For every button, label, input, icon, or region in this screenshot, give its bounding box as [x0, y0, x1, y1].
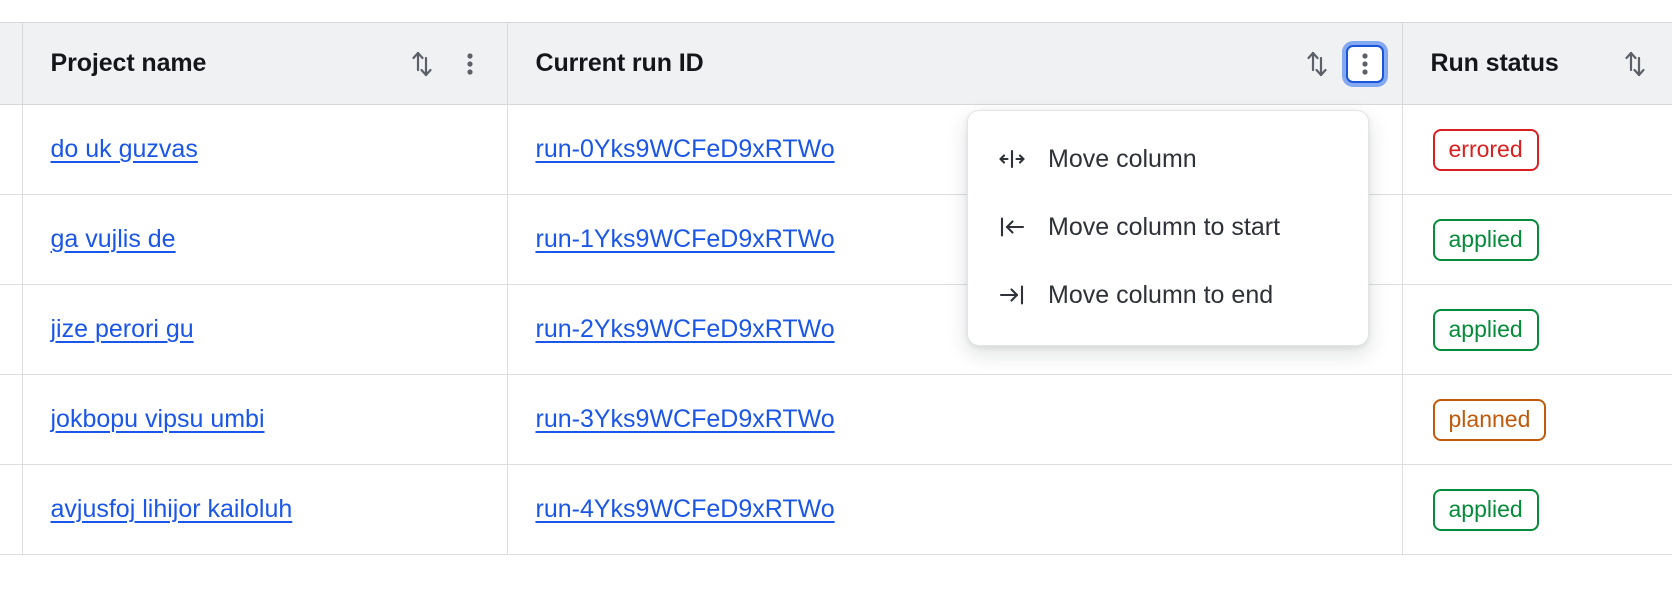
cell-project-name: avjusfoj lihijor kailoluh: [22, 464, 508, 555]
cell-project-name: do uk guzvas: [22, 104, 508, 195]
column-header-label-current-run-id: Current run ID: [535, 49, 704, 77]
projects-table: Project name: [0, 22, 1672, 555]
cell-current-run-id: run-3Yks9WCFeD9xRTWo: [507, 374, 1403, 465]
project-name-link[interactable]: avjusfoj lihijor kailoluh: [50, 495, 293, 523]
status-badge: applied: [1432, 218, 1539, 261]
move-column-to-end-icon: [999, 285, 1024, 305]
row-select-gutter-cell[interactable]: [0, 284, 23, 375]
kebab-menu-icon: [1361, 52, 1368, 75]
sort-arrows-icon: [411, 51, 432, 76]
column-header-run-status: Run status: [1402, 22, 1672, 105]
menu-item-move-column-to-start[interactable]: Move column to start: [968, 193, 1368, 261]
column-header-label-run-status: Run status: [1430, 49, 1559, 77]
row-select-gutter-cell[interactable]: [0, 464, 23, 555]
menu-item-label: Move column: [1048, 144, 1197, 173]
project-name-link[interactable]: ga vujlis de: [50, 225, 176, 253]
run-id-link[interactable]: run-0Yks9WCFeD9xRTWo: [535, 135, 835, 163]
row-select-gutter-cell[interactable]: [0, 374, 23, 465]
table-row: do uk guzvas run-0Yks9WCFeD9xRTWo errore…: [0, 104, 1672, 195]
table-row: jokbopu vipsu umbi run-3Yks9WCFeD9xRTWo …: [0, 374, 1672, 465]
column-menu-button-current-run-id[interactable]: [1345, 44, 1384, 83]
column-header-current-run-id: Current run ID: [507, 22, 1403, 105]
run-id-link[interactable]: run-1Yks9WCFeD9xRTWo: [535, 225, 835, 253]
table-body: do uk guzvas run-0Yks9WCFeD9xRTWo errore…: [0, 104, 1672, 555]
cell-run-status: applied: [1402, 194, 1672, 285]
table-header-row: Project name: [0, 22, 1672, 105]
column-menu-button-project-name[interactable]: [451, 45, 489, 83]
column-header-project-name: Project name: [22, 22, 508, 105]
column-header-label-project-name: Project name: [50, 49, 207, 77]
sort-button-run-status[interactable]: [1616, 45, 1654, 83]
cell-current-run-id: run-4Yks9WCFeD9xRTWo: [507, 464, 1403, 555]
sort-arrows-icon: [1625, 51, 1645, 76]
move-column-to-start-icon: [1000, 217, 1025, 237]
table-header: Project name: [0, 22, 1672, 105]
table-row: ga vujlis de run-1Yks9WCFeD9xRTWo applie…: [0, 194, 1672, 285]
kebab-menu-icon: [466, 52, 473, 75]
cell-project-name: jize perori gu: [22, 284, 508, 375]
status-badge: planned: [1432, 398, 1547, 441]
project-name-link[interactable]: jokbopu vipsu umbi: [50, 405, 265, 433]
cell-project-name: ga vujlis de: [22, 194, 508, 285]
cell-run-status: planned: [1402, 374, 1672, 465]
cell-run-status: applied: [1402, 284, 1672, 375]
status-badge: errored: [1432, 128, 1539, 171]
project-name-link[interactable]: do uk guzvas: [50, 135, 198, 163]
run-id-link[interactable]: run-2Yks9WCFeD9xRTWo: [535, 315, 835, 343]
project-name-link[interactable]: jize perori gu: [50, 315, 194, 343]
sort-arrows-icon: [1306, 51, 1327, 76]
run-id-link[interactable]: run-3Yks9WCFeD9xRTWo: [535, 405, 835, 433]
sort-button-project-name[interactable]: [403, 45, 441, 83]
menu-item-label: Move column to end: [1048, 280, 1274, 309]
table-row: avjusfoj lihijor kailoluh run-4Yks9WCFeD…: [0, 464, 1672, 555]
table-row: jize perori gu run-2Yks9WCFeD9xRTWo appl…: [0, 284, 1672, 375]
menu-item-move-column-to-end[interactable]: Move column to end: [968, 261, 1368, 329]
run-id-link[interactable]: run-4Yks9WCFeD9xRTWo: [535, 495, 835, 523]
status-badge: applied: [1432, 308, 1539, 351]
menu-item-move-column[interactable]: Move column: [968, 125, 1368, 193]
cell-run-status: applied: [1402, 464, 1672, 555]
row-select-gutter-cell[interactable]: [0, 104, 23, 195]
row-select-gutter-header: [0, 22, 23, 105]
row-select-gutter-cell[interactable]: [0, 194, 23, 285]
move-column-icon: [999, 149, 1025, 169]
column-context-menu: Move column Move column to start Mov: [967, 110, 1369, 346]
menu-item-label: Move column to start: [1048, 212, 1281, 241]
status-badge: applied: [1432, 488, 1539, 531]
cell-project-name: jokbopu vipsu umbi: [22, 374, 508, 465]
sort-button-current-run-id[interactable]: [1298, 45, 1336, 83]
cell-run-status: errored: [1402, 104, 1672, 195]
